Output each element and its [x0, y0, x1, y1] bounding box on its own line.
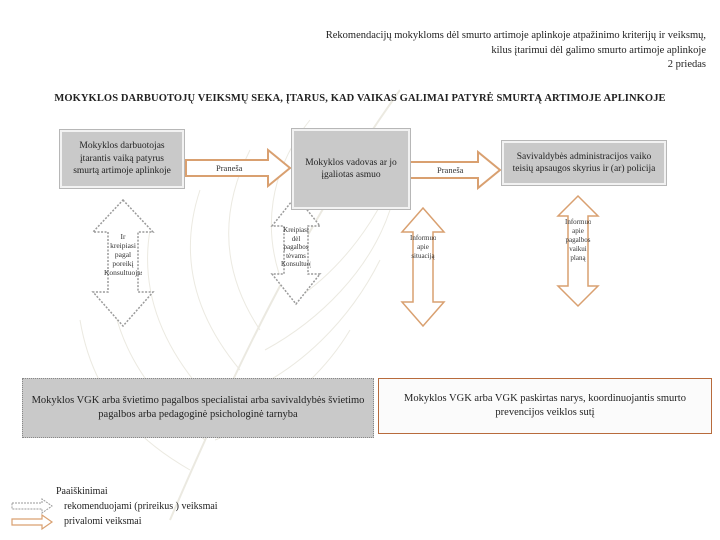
node-head: Mokyklos vadovas ar jo įgaliotas asmuo — [292, 129, 410, 209]
label-head-to-municipality: Praneša — [437, 165, 463, 175]
label-vertical-1: Ir kreipiasi pagal poreikį Konsultuojasi — [104, 232, 142, 292]
node-employee: Mokyklos darbuotojas įtarantis vaiką pat… — [60, 130, 184, 188]
label-vertical-2: Kreipiasi dėl pagalbos tėvams Konsultuoj… — [281, 226, 311, 274]
label-vertical-4: Informuoja apie pagalbos vaikui planą — [565, 218, 591, 284]
node-vgk-member: Mokyklos VGK arba VGK paskirtas narys, k… — [378, 378, 712, 434]
legend-recommended: rekomenduojami (prireikus ) veiksmai — [64, 501, 218, 512]
legend-mandatory-arrow — [12, 515, 52, 529]
legend-mandatory: privalomi veiksmai — [64, 516, 142, 527]
label-vertical-3: Informuoja apie situaciją — [410, 234, 436, 300]
node-vgk-specialist: Mokyklos VGK arba švietimo pagalbos spec… — [22, 378, 374, 438]
legend-title: Paaiškinimai — [56, 486, 108, 497]
label-employee-to-head: Praneša — [216, 163, 242, 173]
legend-recommended-arrow — [12, 499, 52, 513]
node-municipality: Savivaldybės administracijos vaiko teisi… — [502, 141, 666, 185]
